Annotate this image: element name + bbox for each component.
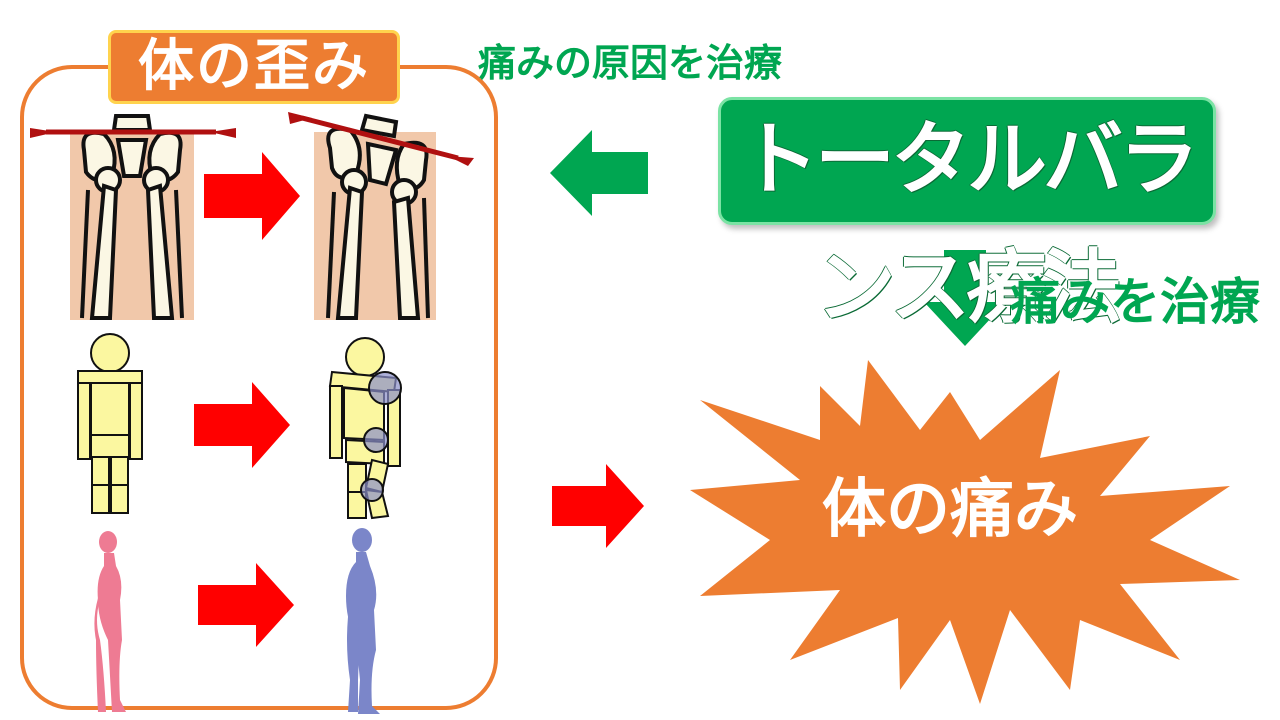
body-normal-icon <box>77 333 143 514</box>
red-arrow-to-pain <box>552 464 644 548</box>
pelvis-normal-icon <box>30 114 236 320</box>
symptom-treatment-label: 痛みを治療 <box>1010 273 1260 331</box>
person-pink-icon <box>94 531 126 712</box>
therapy-name: トータルバランス療法 <box>739 113 1199 334</box>
therapy-box <box>718 97 1216 225</box>
green-arrow-down <box>924 250 1006 346</box>
red-arrow-2 <box>194 382 290 468</box>
pain-label: 体の痛み <box>822 473 1078 547</box>
pain-starburst <box>690 360 1240 704</box>
red-arrow-1 <box>204 152 300 240</box>
distortion-title: 体の歪み <box>108 30 400 104</box>
red-arrow-3 <box>198 563 294 647</box>
person-blue-icon <box>346 528 380 714</box>
pelvis-tilted-icon <box>288 112 474 320</box>
body-distorted-icon <box>328 337 402 520</box>
cause-treatment-label: 痛みの原因を治療 <box>478 41 783 85</box>
green-arrow-left <box>550 130 648 216</box>
